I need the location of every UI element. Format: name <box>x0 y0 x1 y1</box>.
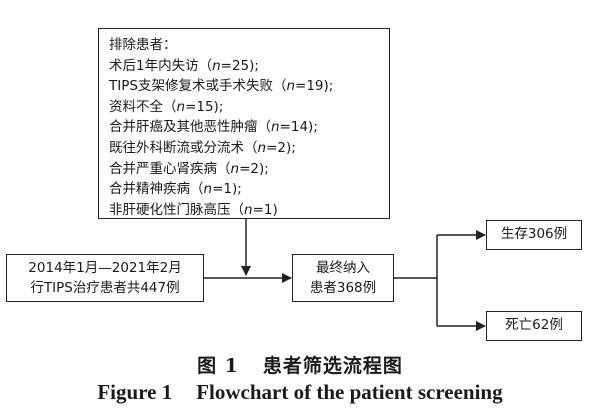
exclusion-item: 合并精神疾病（n=1); <box>109 181 242 198</box>
caption-en-title: Flowchart of the patient screening <box>196 380 503 404</box>
source-line-1: 2014年1月—2021年2月 <box>28 260 182 276</box>
exclusion-item: 非肝硬化性门脉高压（n=1) <box>109 201 278 218</box>
final-cohort-box: 最终纳入 患者368例 <box>292 254 394 302</box>
exclusion-item: 资料不全（n=15); <box>109 98 224 115</box>
exclusion-item: 合并肝癌及其他恶性肿瘤（n=14); <box>109 119 318 136</box>
exclusion-item: 既往外科断流或分流术（n=2); <box>109 139 296 156</box>
final-line-1: 最终纳入 <box>316 260 370 276</box>
caption-chinese: 图 1 患者筛选流程图 <box>0 351 600 378</box>
death-box: 死亡62例 <box>486 311 582 341</box>
caption-cn-label: 图 1 <box>197 355 239 377</box>
survival-box: 生存306例 <box>486 220 582 250</box>
flowchart-connectors <box>204 219 486 331</box>
source-line-2: 行TIPS治疗患者共447例 <box>30 280 180 296</box>
caption-english: Figure 1 Flowchart of the patient screeni… <box>0 380 600 405</box>
source-population-box: 2014年1月—2021年2月 行TIPS治疗患者共447例 <box>6 254 204 302</box>
exclusion-title: 排除患者： <box>109 37 177 53</box>
exclusion-item: TIPS支架修复术或手术失败（n=19); <box>109 78 334 95</box>
caption-en-label: Figure 1 <box>97 380 173 404</box>
caption-cn-title: 患者筛选流程图 <box>262 355 403 377</box>
death-label: 死亡62例 <box>505 317 563 333</box>
exclusion-box: 排除患者： 术后1年内失访（n=25); TIPS支架修复术或手术失败（n=19… <box>98 28 390 219</box>
exclusion-item: 合并严重心肾疾病（n=2); <box>109 160 269 177</box>
survival-label: 生存306例 <box>500 226 568 242</box>
final-line-2: 患者368例 <box>309 280 377 296</box>
exclusion-item: 术后1年内失访（n=25); <box>109 57 259 74</box>
